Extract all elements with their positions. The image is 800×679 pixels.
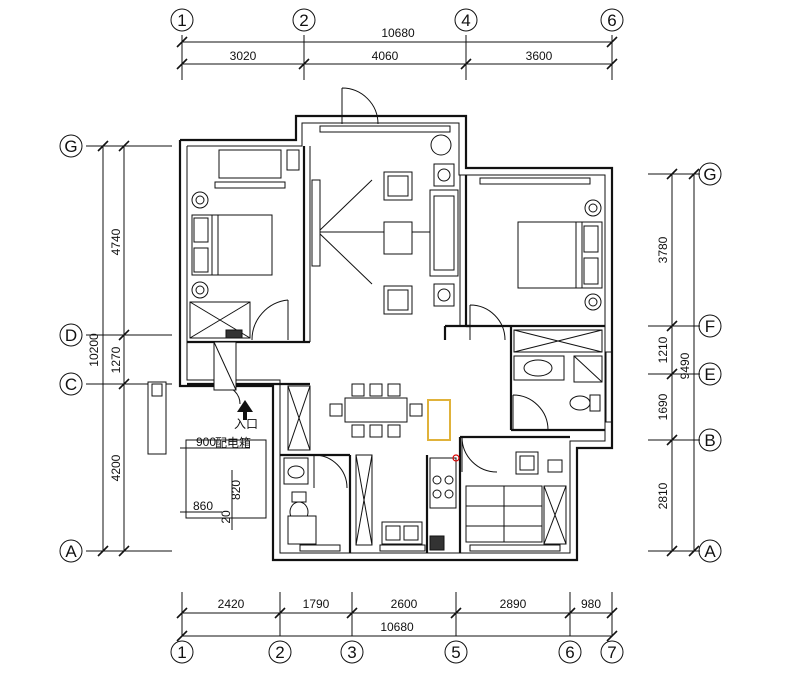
left-dim-1: 4740 — [109, 228, 123, 255]
bottom-axis-3: 3 — [347, 643, 356, 662]
top-axis-6: 6 — [607, 11, 616, 30]
left-dim-2: 1270 — [109, 346, 123, 373]
bottom-axis-5: 5 — [451, 643, 460, 662]
top-dim-1: 3020 — [230, 49, 257, 63]
top-axis-1: 1 — [177, 11, 186, 30]
detail-box: 900 配电箱 860 820 20 — [180, 435, 267, 530]
left-bedroom-furniture — [189, 149, 300, 339]
living-room-furniture — [311, 134, 459, 315]
bottom-dim-5: 980 — [581, 597, 601, 611]
lower-left-rooms — [213, 341, 373, 546]
left-axis-d: D — [65, 326, 77, 345]
left-total-dim: 10200 — [87, 333, 101, 367]
right-axis-g: G — [703, 165, 716, 184]
right-axis-f: F — [705, 317, 715, 336]
bottom-axis-2: 2 — [275, 643, 284, 662]
left-axis-g: G — [64, 137, 77, 156]
top-axis-4: 4 — [461, 11, 470, 30]
left-dimensions: 10200 4740 1270 4200 G D C A — [59, 134, 172, 563]
right-axis-b: B — [704, 431, 715, 450]
bottom-dim-4: 2890 — [500, 597, 527, 611]
windows — [214, 125, 613, 552]
bottom-dimensions: 2420 1790 2600 2890 980 10680 1 2 3 5 6 … — [170, 592, 624, 664]
bottom-axis-1: 1 — [177, 643, 186, 662]
right-axis-a: A — [704, 542, 716, 561]
right-dimensions: 3780 1210 1690 2810 9490 G F E B A — [648, 162, 722, 563]
bottom-dim-1: 2420 — [218, 597, 245, 611]
bottom-axis-6: 6 — [565, 643, 574, 662]
right-bathroom-fixtures — [513, 329, 603, 412]
right-total-dim: 9490 — [678, 352, 692, 379]
bottom-axis-7: 7 — [607, 643, 616, 662]
entrance: 入口 — [147, 381, 258, 455]
bottom-total-dim: 10680 — [380, 620, 414, 634]
detail-dim-820: 820 — [229, 480, 243, 500]
dining-furniture — [329, 383, 451, 441]
left-axis-a: A — [65, 542, 77, 561]
right-dim-3: 1690 — [656, 393, 670, 420]
detail-sign: 配电箱 — [215, 435, 251, 450]
right-dim-4: 2810 — [656, 482, 670, 509]
detail-dim-860: 860 — [193, 499, 213, 513]
right-bedroom-furniture — [517, 199, 603, 311]
top-dimensions: 10680 3020 4060 3600 1 2 4 6 — [170, 8, 624, 80]
left-dim-3: 4200 — [109, 454, 123, 481]
right-axis-e: E — [704, 365, 715, 384]
bottom-dim-2: 1790 — [303, 597, 330, 611]
entrance-label: 入口 — [234, 417, 258, 431]
top-dim-3: 3600 — [526, 49, 553, 63]
detail-dim-900: 900 — [196, 435, 216, 449]
top-total-dim: 10680 — [381, 26, 415, 40]
top-axis-2: 2 — [299, 11, 308, 30]
bottom-dim-3: 2600 — [391, 597, 418, 611]
top-dim-2: 4060 — [372, 49, 399, 63]
outer-walls — [178, 114, 614, 562]
study-room-furniture — [465, 451, 567, 545]
kitchen-fixtures — [381, 454, 460, 551]
right-dim-2: 1210 — [656, 336, 670, 363]
detail-dim-20: 20 — [219, 510, 233, 524]
right-dim-1: 3780 — [656, 236, 670, 263]
left-axis-c: C — [65, 375, 77, 394]
